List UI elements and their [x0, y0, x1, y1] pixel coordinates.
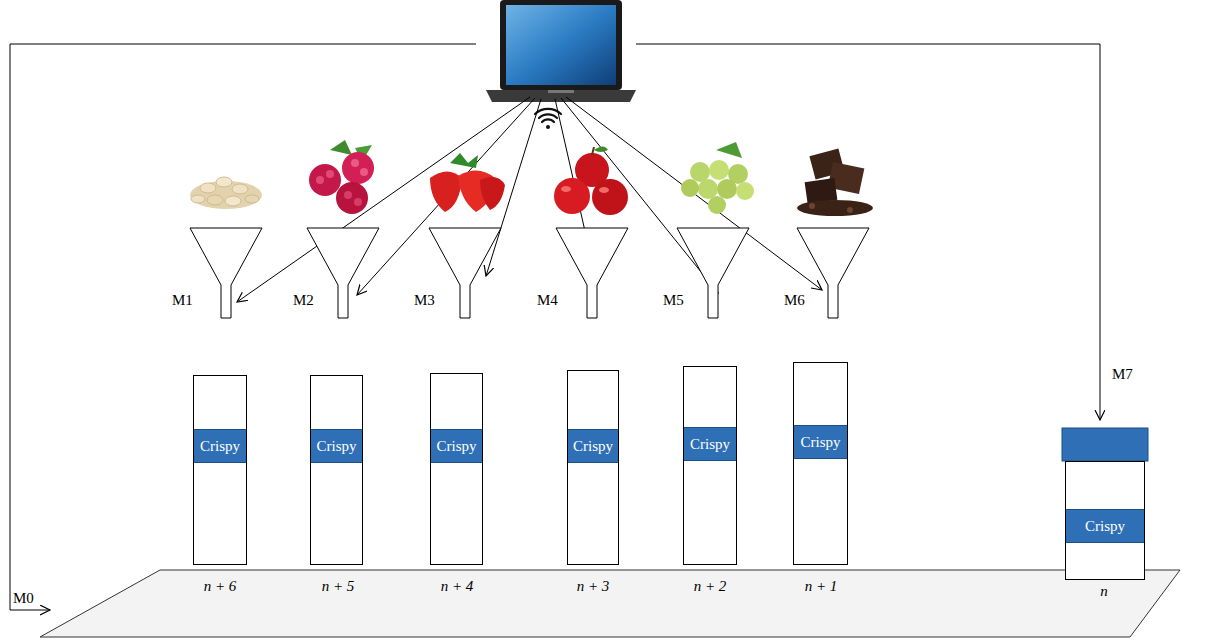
position-index: n + 1 [805, 578, 838, 595]
jar-lid [1062, 428, 1148, 461]
jar-box: Crispy [310, 375, 363, 565]
oats-image [190, 177, 262, 209]
laptop-icon [486, 0, 636, 102]
jar-box: Crispy [1065, 461, 1145, 580]
position-index: n + 3 [577, 578, 610, 595]
motor-label: M6 [784, 292, 805, 309]
jar-label: Crispy [568, 429, 618, 463]
motor-label: M5 [663, 292, 684, 309]
raspberry-image [309, 140, 374, 214]
jar-box: Crispy [430, 373, 483, 565]
motor-label: M0 [13, 590, 34, 607]
jar-label: Crispy [1066, 509, 1144, 543]
control-line [10, 44, 1100, 610]
position-index: n + 5 [322, 578, 355, 595]
jar-label: Crispy [311, 429, 362, 463]
position-index: n + 4 [441, 578, 474, 595]
jar-label: Crispy [431, 429, 482, 463]
position-index: n + 2 [694, 578, 727, 595]
wifi-icon [535, 109, 561, 129]
motor-label: M7 [1112, 366, 1133, 383]
conveyor-belt [40, 570, 1180, 637]
motor-label: M2 [293, 292, 314, 309]
jar-label: Crispy [194, 429, 246, 463]
strawberry-image [430, 153, 505, 212]
chocolate-image [797, 149, 873, 216]
jar-box: Crispy [793, 362, 848, 565]
jar-label: Crispy [794, 425, 847, 459]
jar-box: Crispy [683, 366, 737, 565]
motor-label: M4 [537, 292, 558, 309]
position-index: n + 6 [204, 578, 237, 595]
jar-box: Crispy [193, 375, 247, 565]
motor-label: M1 [172, 292, 193, 309]
position-index: n [1100, 583, 1108, 600]
grape-image [681, 142, 754, 214]
motor-label: M3 [414, 292, 435, 309]
funnel-symbol [190, 228, 869, 318]
jar-label: Crispy [684, 427, 736, 461]
jar-box: Crispy [567, 370, 619, 565]
apple-image [554, 147, 628, 216]
